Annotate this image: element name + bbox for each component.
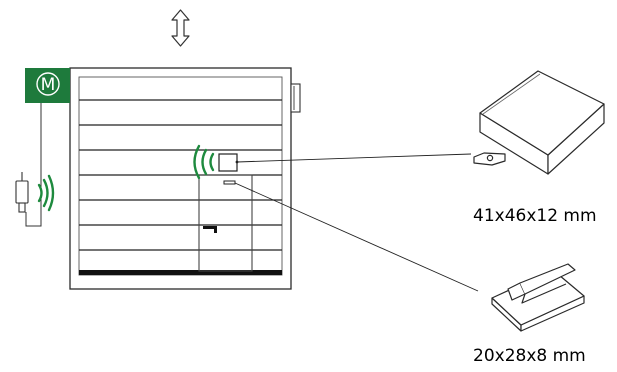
large-sensor-illustration [473,70,605,175]
up-down-arrow-icon [171,9,190,47]
door-frame [69,67,292,290]
motor-cable [25,103,42,227]
wicket-door [198,174,253,272]
motor-icon: M [36,72,60,96]
motor-label: M [41,75,56,95]
remote-wireless-waves-icon [37,174,55,212]
remote-control-icon [15,172,29,213]
wicket-door-handle [203,226,217,229]
small-sensor-illustration [491,263,585,332]
wicket-door-handle-stem [214,226,217,233]
door-bottom-seal [79,270,282,275]
leader-line-small-sensor [234,182,479,292]
door-contact [223,180,236,185]
leader-line-large-sensor [236,153,472,163]
motor-box [25,68,70,103]
large-sensor-dimensions: 41x46x12 mm [473,206,597,226]
door-sensor [218,153,238,172]
small-sensor-dimensions: 20x28x8 mm [473,346,586,366]
sensor-wireless-waves-icon [193,144,215,180]
side-bracket [290,83,301,113]
